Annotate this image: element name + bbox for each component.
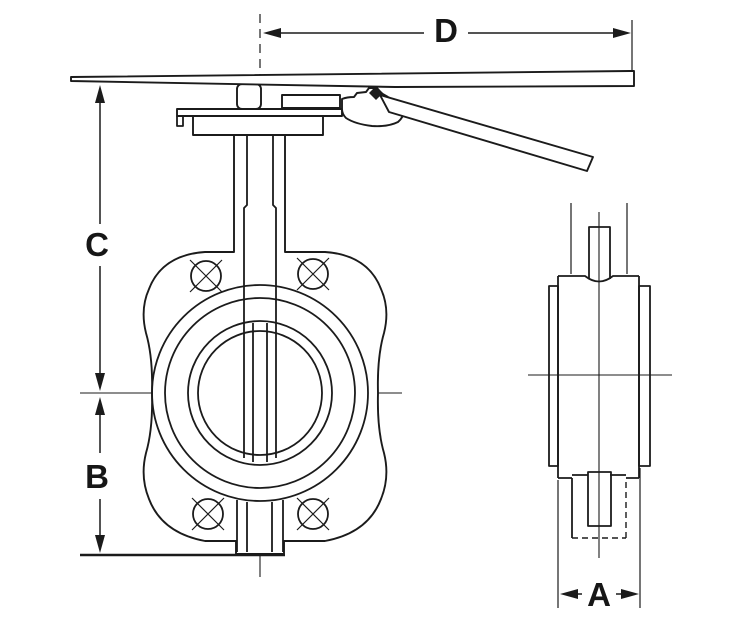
dimension-b-label: B [85,458,109,495]
dim-a-arrow-left-icon [560,589,578,599]
stem-line-left [243,135,248,458]
side-boss-hidden [572,478,627,539]
dimension-a-label: A [587,576,611,613]
dimension-c-label: C [85,226,109,263]
dim-b-arrow-bottom-icon [95,535,105,553]
bolt-hole-top-left [189,259,223,293]
bottom-boss [236,500,284,552]
side-boss-plug [587,471,612,527]
bolt-hole-bottom-right [296,497,330,531]
handle-grip-angled [379,94,594,172]
dimension-c: C [85,85,109,391]
side-body-top [558,275,639,283]
neck-edge-lines [570,203,628,274]
stem-top [588,226,611,279]
dim-b-arrow-top-icon [95,397,105,415]
lever-handle-bar [70,70,635,88]
notch-plate [281,94,341,109]
dim-c-arrow-bottom-icon [95,373,105,391]
bore-circle [197,330,323,456]
dim-d-arrow-left-icon [263,28,281,38]
stem-hub [236,83,262,110]
flange-rim-right [638,285,651,467]
dim-c-arrow-top-icon [95,85,105,103]
dim-a-extension-lines [557,468,641,608]
dim-d-arrow-right-icon [613,28,631,38]
front-view [70,14,635,577]
dim-a-arrow-right-icon [621,589,639,599]
stem-line-right [272,135,277,458]
pivot-diamond-icon [369,86,383,100]
dimension-d-label: D [434,12,458,49]
dimension-b: B [80,397,285,557]
flange-rim-left [548,285,559,467]
bolt-hole-top-right [296,257,330,291]
side-view [528,203,672,558]
seat-ring [187,320,333,466]
mounting-plate [176,108,343,117]
body-inner-ring [164,297,356,489]
mounting-plate-tab [176,116,184,127]
bolt-hole-bottom-left [191,497,225,531]
body-outer-ring [151,284,369,502]
dimension-a: A [557,468,641,613]
neck-flange [192,115,324,136]
dimension-d: D [263,12,633,72]
valve-body-silhouette [142,134,388,555]
side-body-sides [557,276,640,478]
